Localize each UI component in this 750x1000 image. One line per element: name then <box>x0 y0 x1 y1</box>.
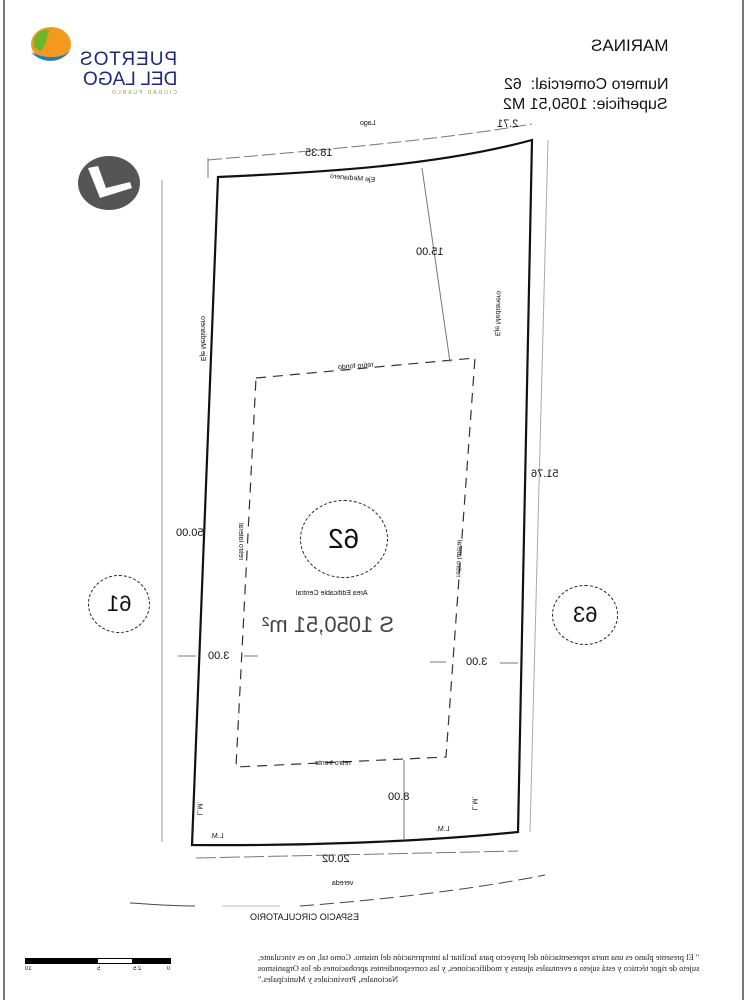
north-arrow-icon <box>78 156 140 210</box>
label-street: ESPACIO CIRCULATORIO <box>250 912 360 922</box>
area-label: Area Edificable Central <box>296 590 368 597</box>
label-lago: Lago <box>360 120 376 127</box>
disclaimer-footnote: " El presente plano es una mera represen… <box>258 952 700 984</box>
logo-globe-icon <box>31 27 71 61</box>
neighbor-lot-61: 61 <box>88 575 150 633</box>
dim-setback-right: 3.00 <box>466 656 488 668</box>
label-eje-left: Eje Medianero <box>199 315 207 362</box>
dim-rear-setback: 15.00 <box>416 246 444 258</box>
dim-top-left: 18.35 <box>305 147 333 159</box>
corner-left-v-label: L.M. <box>195 801 203 816</box>
corner-right-v-label: L.M. <box>470 796 478 811</box>
lot-number-badge: 62 <box>300 500 388 578</box>
scale-bar <box>25 958 171 964</box>
label-retiro-right: retiro lateral <box>454 539 463 578</box>
lot-boundary <box>190 138 534 847</box>
dim-setback-left: 3.00 <box>208 650 230 662</box>
dim-top-right: 2.71 <box>497 118 519 130</box>
label-retiro-left: retiro lateral <box>236 523 244 560</box>
label-vereda: vereda <box>332 880 354 887</box>
dim-right: 51.76 <box>531 468 559 480</box>
label-retiro-frente: retiro frente <box>315 760 351 767</box>
dim-front-setback: 8.00 <box>388 791 410 803</box>
neighbor-lot-63: 63 <box>552 585 618 645</box>
buildable-area <box>235 357 476 768</box>
area-value: S 1050,51 m² <box>262 612 395 637</box>
page-frame <box>3 0 744 1000</box>
dim-left: 50.00 <box>176 527 204 539</box>
corner-left-label: L.M. <box>210 833 224 840</box>
corner-right-label: L.M. <box>436 826 450 833</box>
dim-bottom: 20.02 <box>322 853 350 865</box>
